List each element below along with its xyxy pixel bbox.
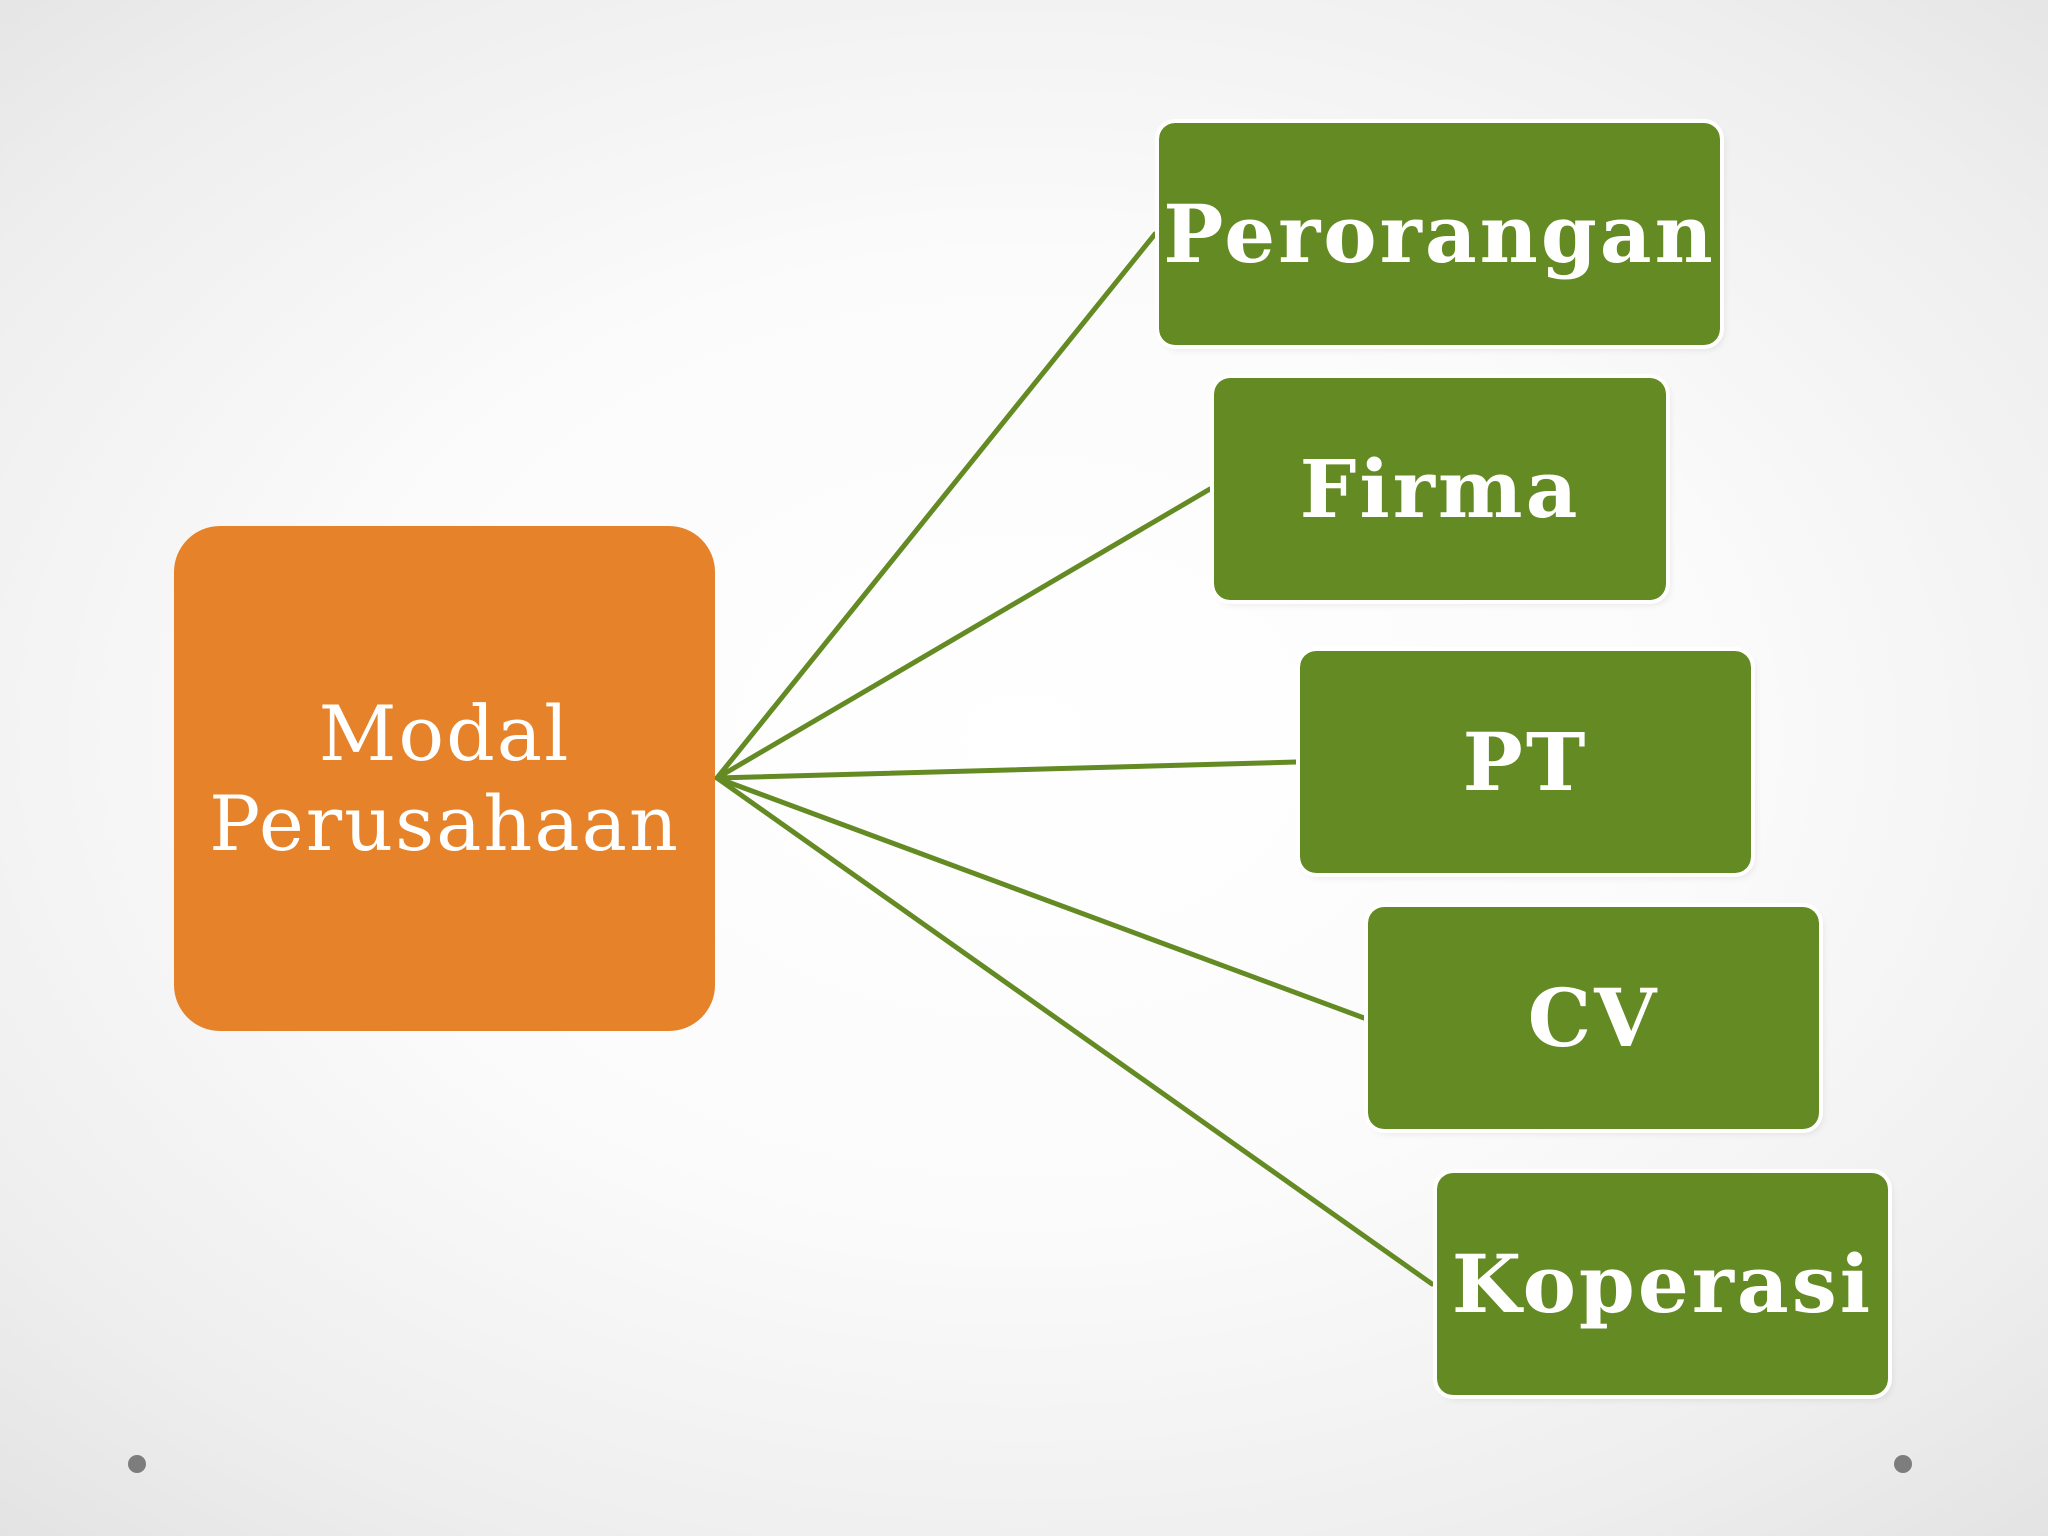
connector-firma [714, 486, 1213, 781]
child-label-perorangan: Perorangan [1163, 187, 1716, 281]
connector-perorangan [714, 231, 1158, 781]
connector-koperasi [714, 775, 1435, 1287]
child-node-pt: PT [1296, 647, 1755, 877]
child-node-firma: Firma [1210, 374, 1670, 604]
corner-dot-left-icon [128, 1455, 146, 1473]
connector-pt [714, 759, 1299, 781]
corner-dot-right-icon [1894, 1455, 1912, 1473]
child-label-firma: Firma [1299, 442, 1581, 536]
child-label-koperasi: Koperasi [1451, 1237, 1874, 1331]
child-node-cv: CV [1364, 903, 1823, 1133]
child-label-pt: PT [1462, 715, 1589, 809]
child-node-perorangan: Perorangan [1155, 119, 1724, 349]
connector-cv [714, 775, 1367, 1021]
child-node-koperasi: Koperasi [1433, 1169, 1892, 1399]
root-node-modal-perusahaan: Modal Perusahaan [174, 526, 715, 1031]
root-label: Modal Perusahaan [209, 688, 680, 868]
child-label-cv: CV [1527, 971, 1660, 1065]
